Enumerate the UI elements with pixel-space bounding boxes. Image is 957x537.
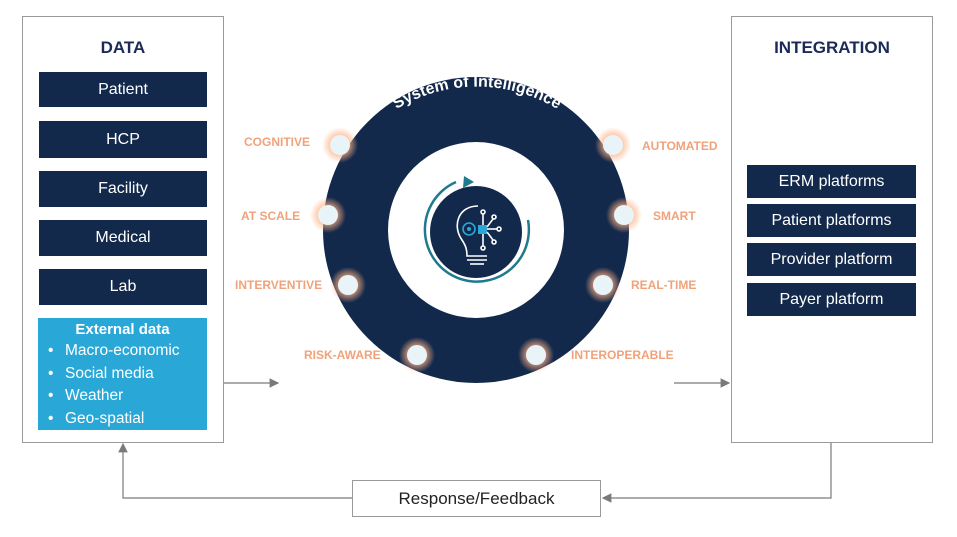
trait-real-time: REAL-TIME <box>631 278 697 292</box>
external-data-title: External data <box>75 321 170 338</box>
arrow-feedback-to-data <box>118 442 352 499</box>
data-item-patient: Patient <box>39 72 207 107</box>
dot-cognitive <box>322 127 358 163</box>
data-item-facility: Facility <box>39 171 207 207</box>
lightbulb-gear-circuit-icon <box>456 205 502 265</box>
trait-at-scale: AT SCALE <box>241 209 301 223</box>
response-feedback-box: Response/Feedback <box>352 480 601 517</box>
data-panel-title: DATA <box>100 38 146 57</box>
dot-smart <box>606 197 642 233</box>
trait-automated: AUTOMATED <box>642 139 718 153</box>
dot-risk-aware <box>399 337 435 373</box>
refresh-arrow-head <box>463 176 474 188</box>
trait-interventive: INTERVENTIVE <box>235 278 323 292</box>
external-item-social-media: Social media <box>48 363 207 386</box>
dot-interoperable <box>518 337 554 373</box>
trait-dots <box>310 127 642 373</box>
integration-item-patient: Patient platforms <box>747 204 916 237</box>
data-item-lab: Lab <box>39 269 207 305</box>
data-item-hcp: HCP <box>39 121 207 158</box>
integration-item-provider: Provider platform <box>747 243 916 276</box>
external-data-list: Macro-economic Social media Weather Geo-… <box>38 340 207 430</box>
external-data-box: External data Macro-economic Social medi… <box>38 318 207 430</box>
trait-cognitive: COGNITIVE <box>244 135 311 149</box>
external-item-macro-economic: Macro-economic <box>48 340 207 363</box>
arrow-integration-to-feedback <box>601 442 832 503</box>
external-item-weather: Weather <box>48 385 207 408</box>
dot-automated <box>595 127 631 163</box>
dot-interventive <box>330 267 366 303</box>
integration-panel-title: INTEGRATION <box>774 38 890 57</box>
external-item-geo-spatial: Geo-spatial <box>48 408 207 431</box>
trait-risk-aware: RISK-AWARE <box>304 348 381 362</box>
trait-smart: SMART <box>653 209 696 223</box>
dot-real-time <box>585 267 621 303</box>
dot-at-scale <box>310 197 346 233</box>
refresh-arc <box>423 180 531 283</box>
integration-item-payer: Payer platform <box>747 283 916 316</box>
integration-item-erm: ERM platforms <box>747 165 916 198</box>
inner-navy-circle <box>430 186 522 278</box>
trait-interoperable: INTEROPERABLE <box>571 348 674 362</box>
data-item-medical: Medical <box>39 220 207 256</box>
